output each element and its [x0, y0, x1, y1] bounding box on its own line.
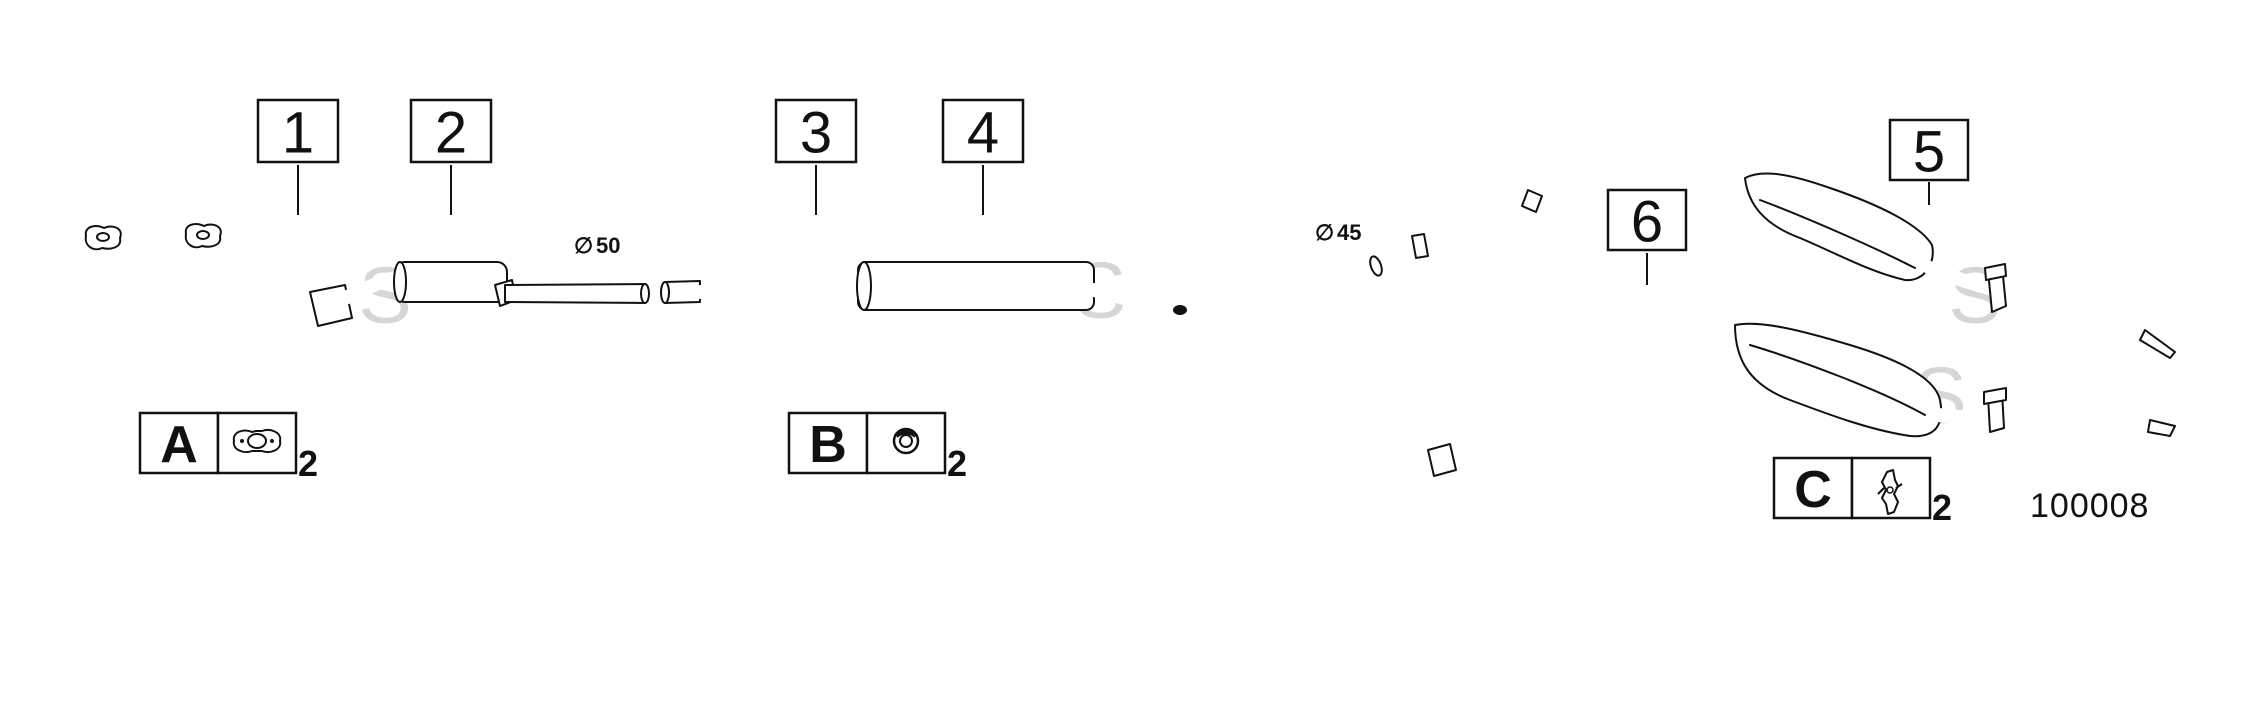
diameter-value: 45 — [1337, 220, 1361, 245]
diameter-symbol: ∅ — [574, 233, 593, 258]
callout-4[interactable]: 4 — [941, 98, 1025, 166]
kit-quantity: 2 — [298, 443, 318, 484]
diameter-label-middle: ∅ 45 — [1315, 220, 1361, 245]
front-pipe-assembly — [84, 223, 405, 340]
callout-leaders — [297, 165, 1930, 285]
kit-a[interactable]: A 2 — [138, 411, 318, 484]
flange-gasket-icon — [232, 429, 282, 453]
kit-letter: C — [1794, 461, 1832, 519]
callout-5[interactable]: 5 — [1888, 118, 1970, 185]
middle-silencer — [856, 255, 1383, 318]
callout-label: 3 — [800, 101, 832, 166]
callout-label: 4 — [967, 101, 999, 166]
callout-label: 2 — [435, 101, 467, 166]
middle-pipe-assembly — [660, 280, 867, 315]
rear-silencer-lower — [1427, 307, 2177, 477]
diameter-value: 50 — [596, 233, 620, 258]
callout-label: 6 — [1631, 190, 1663, 255]
kit-c[interactable]: C 2 — [1772, 456, 1952, 528]
rear-silencer-upper — [1409, 127, 2177, 359]
kit-quantity: 2 — [947, 443, 967, 484]
kit-quantity: 2 — [1932, 487, 1952, 528]
callout-3[interactable]: 3 — [774, 98, 858, 166]
callout-1[interactable]: 1 — [256, 98, 340, 166]
rubber-hanger-icon — [1877, 469, 1903, 515]
diameter-symbol: ∅ — [1315, 220, 1334, 245]
callout-label: 1 — [282, 101, 314, 166]
callout-label: 5 — [1913, 120, 1945, 185]
kit-b[interactable]: B 2 — [787, 411, 967, 484]
diameter-label-front: ∅ 50 — [574, 233, 620, 258]
sealing-ring-icon — [892, 427, 920, 455]
pre-silencer — [393, 261, 650, 307]
callout-2[interactable]: 2 — [409, 98, 493, 166]
kit-letter: A — [160, 416, 198, 474]
callout-6[interactable]: 6 — [1606, 188, 1688, 255]
kit-letter: B — [809, 416, 847, 474]
illustration-code: 100008 — [2030, 487, 2149, 525]
